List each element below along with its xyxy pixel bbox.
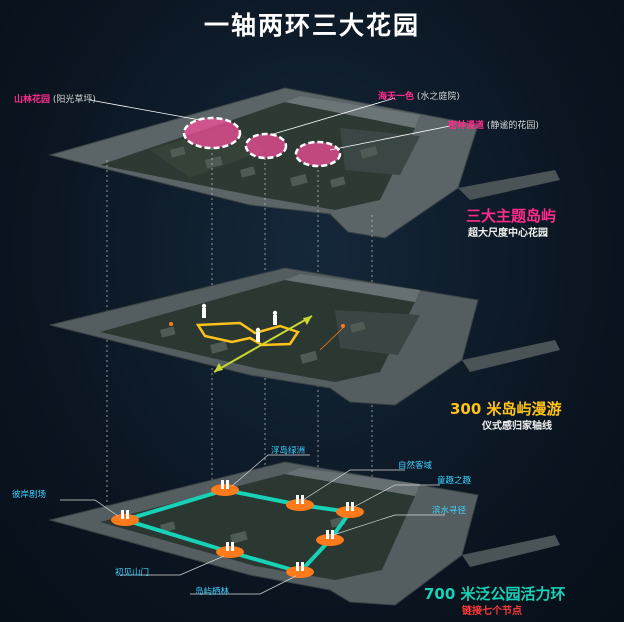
axis-arrow-head-2 xyxy=(214,363,223,372)
layer2-site-plan xyxy=(49,267,560,406)
garden-ellipse-1 xyxy=(182,116,242,150)
layer2-heading: 300 米岛屿漫游 xyxy=(450,400,562,418)
garden-label-3: 密林漫道 (静谧的花园) xyxy=(448,118,539,131)
node-label-3: 童趣之趣 xyxy=(437,476,472,486)
ceremonial-axis-line xyxy=(213,315,313,373)
node-figures xyxy=(121,480,354,571)
node-label-6: 初见山门 xyxy=(115,568,150,578)
layer1-heading: 三大主题岛屿 xyxy=(466,207,557,225)
garden-label-2: 海天一色 (水之庭院) xyxy=(378,89,460,102)
node-label-2: 自然客域 xyxy=(398,461,433,471)
garden-name-1: 山林花园 xyxy=(14,95,51,105)
leader-line-garden-1 xyxy=(89,99,201,121)
layer2-buildings-right xyxy=(335,310,420,355)
node-label-1: 浮岛绿洲 xyxy=(271,446,306,456)
node-label-5: 岛屿栖林 xyxy=(195,587,230,597)
garden-name-3: 密林漫道 xyxy=(448,121,485,131)
layer1-site-plan xyxy=(48,87,560,239)
node-label-7: 彼岸剧场 xyxy=(12,490,47,500)
layer3-site-area xyxy=(100,474,415,580)
layer1-subheading: 超大尺度中心花园 xyxy=(468,228,548,239)
garden-note-1: (阳光草坪) xyxy=(52,95,96,105)
layer3-heading: 700 米泛公园活力环 xyxy=(424,585,566,603)
garden-name-2: 海天一色 xyxy=(378,92,415,102)
layer2-top-strip xyxy=(285,274,420,302)
layer1-buildings-right xyxy=(340,128,420,175)
layer2-road-extension xyxy=(462,340,560,372)
layer3-site-plan xyxy=(48,454,560,606)
leader-line-garden-3 xyxy=(329,125,451,151)
layer3-top-strip xyxy=(285,468,420,496)
layer3-road-extension xyxy=(462,535,560,567)
layer1-road-extension xyxy=(458,170,560,200)
node-leader-lines xyxy=(60,454,445,595)
leader-line-garden-2 xyxy=(269,97,396,136)
island-loop-path xyxy=(195,321,300,347)
layer1-top-strip xyxy=(285,96,420,128)
garden-ellipse-2 xyxy=(244,132,288,160)
people-figures xyxy=(201,303,278,342)
ring-nodes xyxy=(111,484,364,578)
node-label-4: 滨水寻径 xyxy=(432,506,467,516)
page-title: 一轴两环三大花园 xyxy=(203,11,420,40)
axis-arrow-head-1 xyxy=(303,316,312,325)
garden-note-3: (静谧的花园) xyxy=(486,121,539,131)
layer2-subheading: 仪式感归家轴线 xyxy=(482,421,552,432)
garden-label-1: 山林花园 (阳光草坪) xyxy=(14,92,96,105)
garden-ellipse-3 xyxy=(294,140,342,168)
layer3-subheading: 链接七个节点 xyxy=(462,606,522,617)
garden-note-2: (水之庭院) xyxy=(416,92,460,102)
